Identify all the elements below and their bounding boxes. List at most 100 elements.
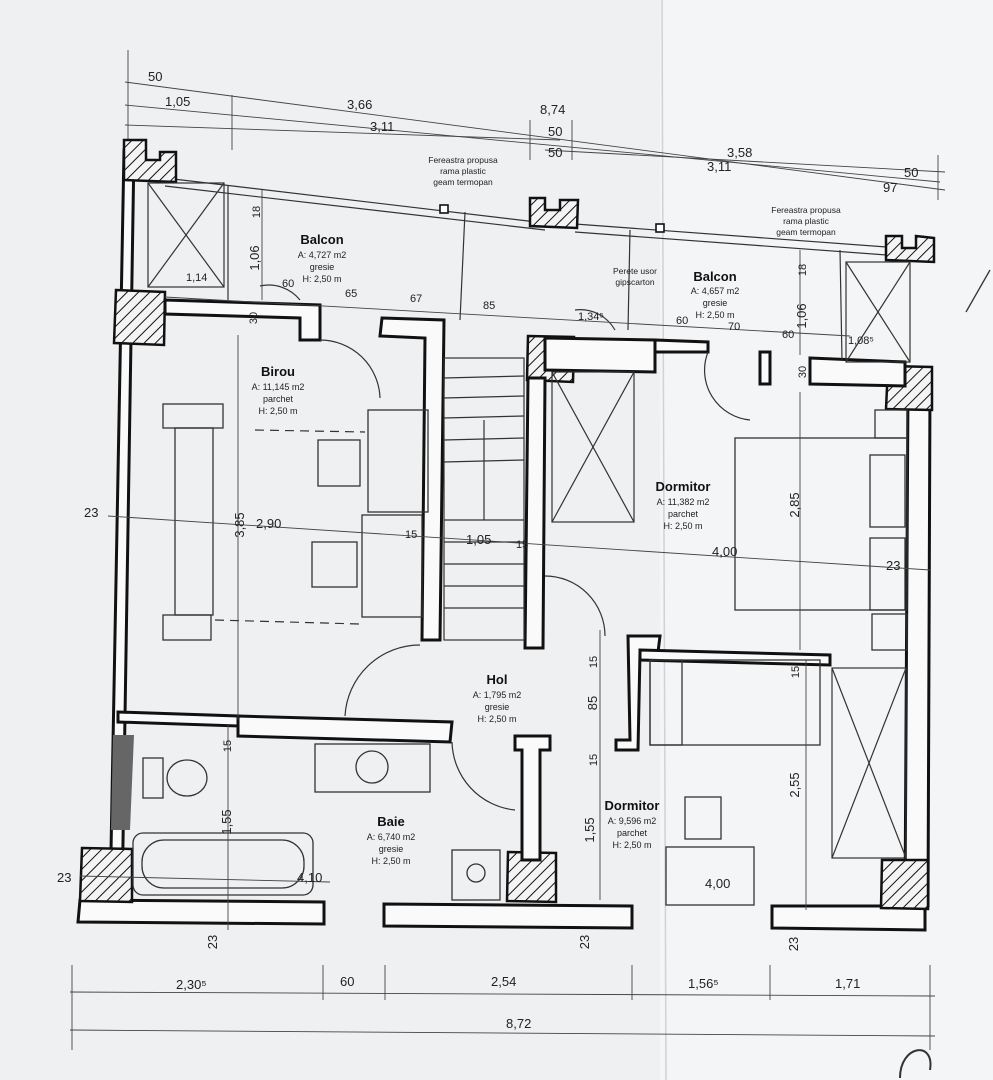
room-finish: parchet (668, 509, 699, 519)
dim-15e: 15 (790, 666, 802, 678)
room-height: H: 2,50 m (371, 856, 410, 866)
note-line: Perete usor (613, 266, 657, 276)
room-birou: Birou A: 11,145 m2 parchet H: 2,50 m (252, 364, 305, 416)
shaft-left (147, 182, 225, 288)
dim-1565: 1,56⁵ (688, 976, 719, 991)
dim-255: 2,55 (787, 772, 802, 797)
room-finish: gresie (379, 844, 404, 854)
paper-fold-line (661, 0, 667, 1080)
bed (734, 437, 908, 611)
toilet (166, 759, 208, 797)
dim-top-105: 1,05 (165, 94, 190, 109)
dim-254: 2,54 (491, 974, 516, 989)
desk-3 (665, 846, 755, 906)
note-window-left: Fereastra propusa rama plastic geam term… (428, 155, 498, 187)
room-name: Dormitor (605, 798, 660, 813)
dim-70: 70 (728, 321, 740, 333)
bed-2-pillow (649, 659, 683, 746)
room-balcon-left: Balcon A: 4,727 m2 gresie H: 2,50 m (298, 232, 347, 284)
note-window-right: Fereastra propusa rama plastic geam term… (771, 205, 841, 237)
room-area: A: 4,657 m2 (691, 286, 740, 296)
dim-top-50a: 50 (148, 69, 162, 84)
room-name: Balcon (693, 269, 736, 284)
dim-155a: 1,55 (219, 809, 234, 834)
dim-top-97: 97 (883, 180, 897, 195)
dim-1345: 1,34⁵ (578, 311, 604, 323)
note-line: geam termopan (776, 227, 836, 237)
room-name: Dormitor (656, 479, 711, 494)
dim-285: 2,85 (787, 492, 802, 517)
room-area: A: 4,727 m2 (298, 250, 347, 260)
dim-23f: 23 (786, 937, 801, 951)
room-finish: gresie (310, 262, 335, 272)
dim-top-311a: 3,11 (370, 119, 394, 134)
room-dormitor-2: Dormitor A: 9,596 m2 parchet H: 2,50 m (605, 798, 660, 850)
pillow-1 (869, 454, 906, 528)
boiler-dial (466, 863, 486, 883)
dim-155b: 1,55 (582, 817, 597, 842)
note-line: Fereastra propusa (428, 155, 498, 165)
sofa-body (174, 427, 214, 616)
room-name: Balcon (300, 232, 343, 247)
room-finish: parchet (263, 394, 294, 404)
pencil-mark (899, 1049, 932, 1079)
note-line: Fereastra propusa (771, 205, 841, 215)
dim-15f: 15 (222, 740, 234, 752)
dim-85b: 85 (585, 696, 600, 710)
dim-top-50d: 50 (904, 165, 918, 180)
dim-85a: 85 (483, 300, 495, 312)
dim-23b: 23 (886, 558, 900, 573)
dim-30b: 30 (797, 366, 809, 378)
sink (355, 750, 389, 784)
dim-2305: 2,30⁵ (176, 977, 207, 992)
dim-67: 67 (410, 293, 422, 305)
dim-top-50b: 50 (548, 124, 562, 139)
dim-105b: 1,05 (466, 532, 491, 547)
room-height: H: 2,50 m (695, 310, 734, 320)
dim-15d: 15 (588, 754, 600, 766)
boiler (451, 849, 501, 901)
top-dimensions: 50 1,05 3,66 8,74 3,11 50 50 3,58 3,11 5… (124, 50, 946, 200)
dim-1085: 1,08⁵ (848, 335, 874, 347)
dim-23d: 23 (205, 935, 220, 949)
bath-partition (111, 735, 134, 830)
dim-410: 4,10 (297, 870, 322, 885)
desk-2 (361, 514, 423, 618)
annotation-arrow (965, 269, 991, 313)
door-swings (259, 284, 751, 811)
shaft-center (551, 371, 635, 523)
inner-dimensions: 18 1,06 1,14 60 65 67 85 1,34⁵ 60 70 60 … (57, 190, 931, 930)
dim-23a: 23 (84, 505, 98, 520)
room-finish: gresie (703, 298, 728, 308)
toilet-tank (142, 757, 164, 799)
dim-872: 8,72 (506, 1016, 531, 1031)
sink-counter (314, 743, 431, 793)
nightstand-2 (871, 613, 908, 651)
dim-290: 2,90 (256, 516, 281, 531)
note-partition: Perete usor gipscarton (613, 266, 657, 287)
room-area: A: 6,740 m2 (367, 832, 416, 842)
dim-114: 1,14 (186, 272, 207, 284)
room-height: H: 2,50 m (302, 274, 341, 284)
dim-top-366: 3,66 (347, 97, 372, 112)
chair-1 (317, 439, 361, 487)
chair-3 (684, 796, 722, 840)
dim-30a: 30 (248, 312, 260, 324)
note-line: gipscarton (615, 277, 654, 287)
dim-60b: 60 (676, 315, 688, 327)
pillow-2 (869, 537, 906, 611)
room-dormitor-1: Dormitor A: 11,382 m2 parchet H: 2,50 m (656, 479, 711, 531)
dim-400b: 4,00 (705, 876, 730, 891)
dim-106a: 1,06 (247, 245, 262, 270)
dim-15a: 15 (405, 529, 417, 541)
dim-106b: 1,06 (794, 303, 809, 328)
room-name: Baie (377, 814, 404, 829)
dim-171: 1,71 (835, 976, 860, 991)
dim-385: 3,85 (232, 512, 247, 537)
staircase (443, 357, 525, 641)
room-area: A: 9,596 m2 (608, 816, 657, 826)
bathtub (132, 832, 314, 896)
dim-60c: 60 (782, 329, 794, 341)
dim-top-874: 8,74 (540, 102, 565, 117)
